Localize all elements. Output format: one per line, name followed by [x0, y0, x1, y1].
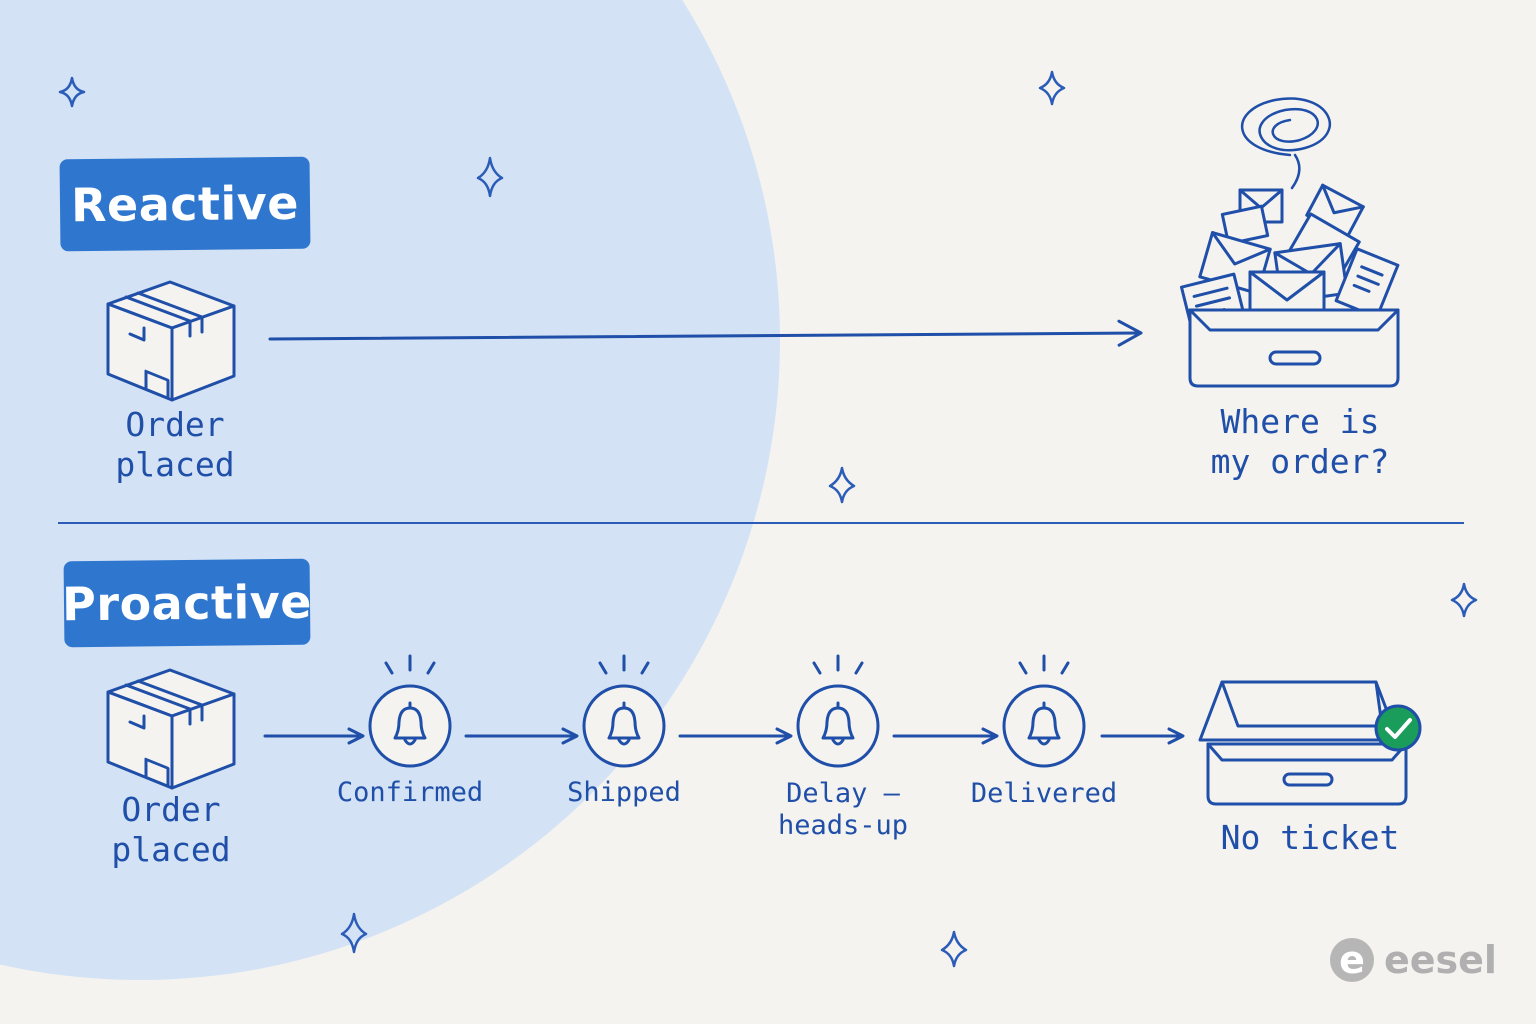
sparkle-icon — [828, 466, 856, 504]
sparkle-icon — [1450, 582, 1478, 618]
reactive-title: Reactive — [59, 156, 311, 252]
proactive-end-label: No ticket — [1220, 818, 1400, 857]
bell-icon — [1002, 654, 1086, 768]
brand-name: eesel — [1384, 938, 1497, 982]
proactive-title: Proactive — [62, 558, 312, 648]
sparkle-icon — [940, 930, 968, 968]
sparkle-icon — [476, 156, 504, 198]
reactive-start-label: Order placed — [115, 405, 235, 484]
brand-mark-icon: e — [1330, 938, 1374, 982]
bell-icon — [582, 654, 666, 768]
proactive-start-label: Order placed — [111, 790, 231, 869]
scribble-icon — [1240, 97, 1332, 190]
box-icon — [106, 280, 236, 402]
step-label: Delivered — [970, 778, 1118, 809]
sparkle-icon — [340, 912, 368, 954]
step-label: Delay — heads-up — [777, 778, 909, 842]
step-label: Shipped — [567, 777, 681, 808]
inbox-overflow-icon — [1179, 97, 1400, 388]
check-icon — [1374, 704, 1422, 752]
sparkle-icon — [1038, 70, 1066, 106]
sparkle-icon — [58, 76, 86, 108]
bell-icon — [796, 654, 880, 768]
reactive-end-label: Where is my order? — [1210, 402, 1390, 481]
bell-icon — [368, 654, 452, 768]
empty-tray-icon — [1198, 680, 1408, 806]
long-arrow — [268, 319, 1143, 347]
box-icon — [106, 668, 236, 790]
brand-logo: e eesel — [1330, 938, 1497, 982]
step-label: Confirmed — [336, 777, 484, 808]
